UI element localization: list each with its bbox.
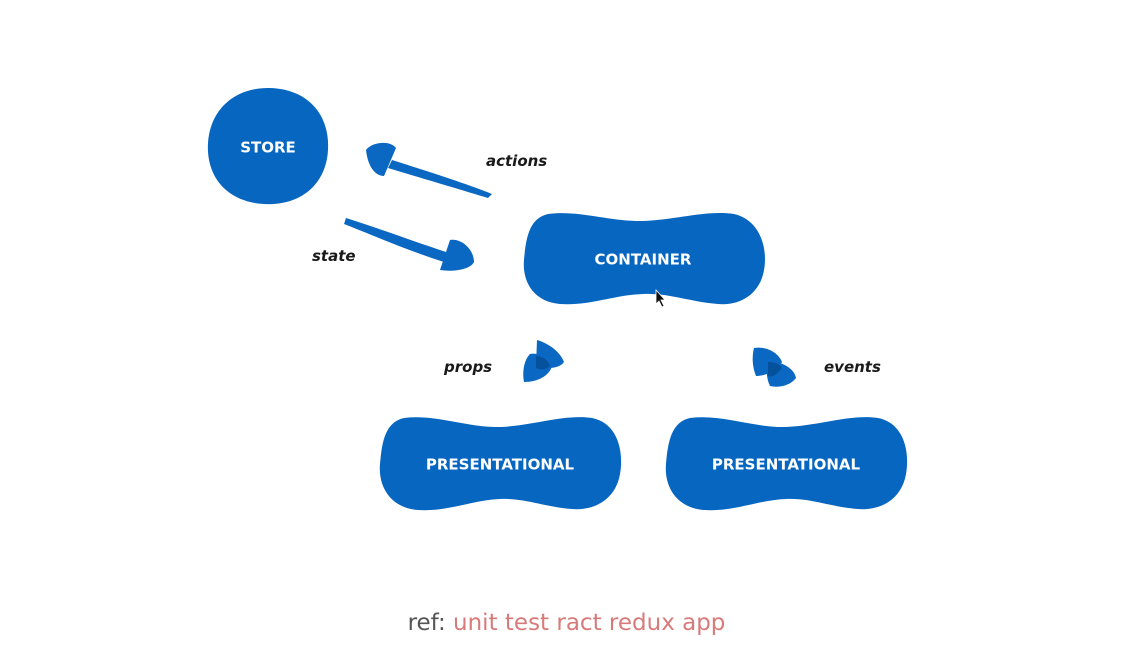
store-label: STORE <box>240 139 296 157</box>
container-shape <box>523 213 765 305</box>
mouse-cursor-icon <box>655 288 666 308</box>
events-arrow <box>752 347 796 387</box>
reference-prefix: ref: <box>407 610 446 636</box>
actions-arrow-head <box>366 142 396 176</box>
presentational-left-shape <box>379 417 622 511</box>
events-arrow-overlap <box>768 362 782 377</box>
container-label: CONTAINER <box>595 251 692 269</box>
state-label: state <box>312 247 356 265</box>
presentational-right-shape <box>665 417 908 511</box>
state-arrow <box>344 218 474 271</box>
props-arrow <box>523 340 564 382</box>
store-shape <box>207 88 329 205</box>
reference-footer: ref: unit test ract redux app <box>0 610 1133 636</box>
state-arrow-head <box>440 239 474 271</box>
presentational-left-label: PRESENTATIONAL <box>426 456 575 474</box>
state-arrow-shaft <box>344 218 446 262</box>
actions-arrow-shaft <box>388 160 492 198</box>
events-label: events <box>824 358 881 376</box>
presentational-right-node: PRESENTATIONAL <box>665 417 908 511</box>
container-node: CONTAINER <box>523 213 765 305</box>
actions-label: actions <box>486 152 547 170</box>
store-node: STORE <box>207 88 329 205</box>
actions-arrow <box>366 142 492 198</box>
presentational-right-label: PRESENTATIONAL <box>712 456 861 474</box>
presentational-left-node: PRESENTATIONAL <box>379 417 622 511</box>
props-arrow-overlap <box>536 356 550 370</box>
reference-link[interactable]: unit test ract redux app <box>453 610 726 636</box>
props-label: props <box>443 358 492 376</box>
